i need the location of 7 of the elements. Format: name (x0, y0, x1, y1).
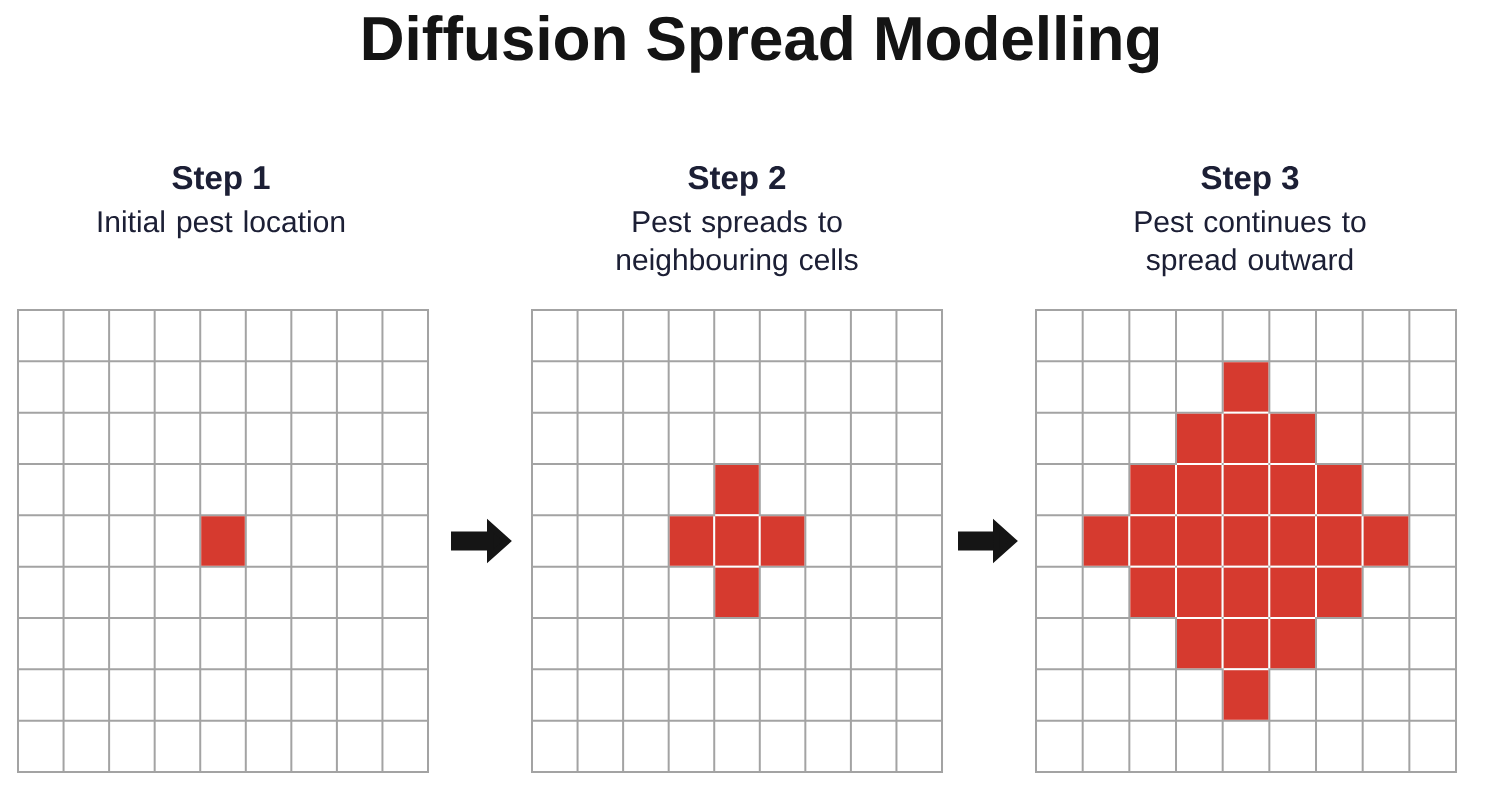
step-description: Pest spreads to neighbouring cells (617, 210, 858, 277)
step-description: Pest continues to spread outward (1135, 210, 1366, 277)
step-heading: Step 3 (1201, 165, 1299, 196)
step-heading: Step 1 (172, 165, 270, 196)
step-heading: Step 2 (688, 165, 786, 196)
title: Diffusion Spread Modelling (363, 15, 1159, 74)
step-description: Initial pest location (98, 210, 345, 239)
